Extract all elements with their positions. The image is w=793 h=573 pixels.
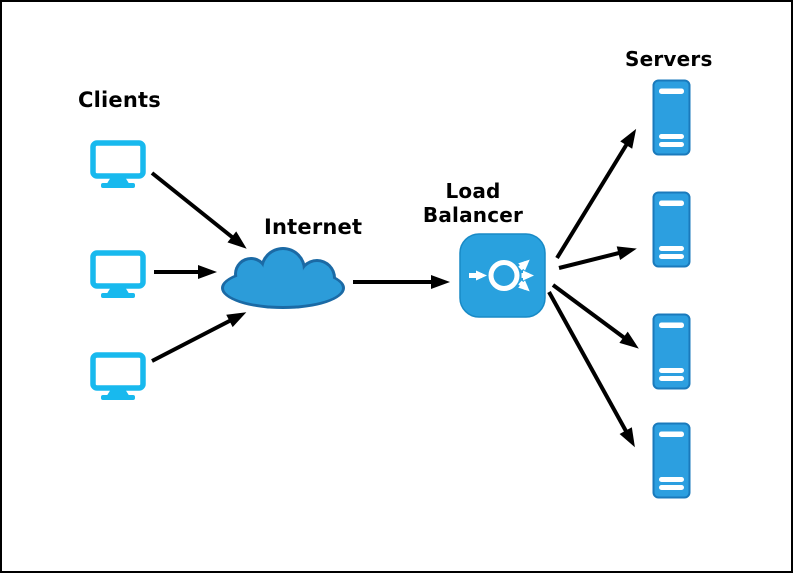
servers-label: Servers: [625, 47, 713, 71]
server-icon: [652, 313, 691, 390]
internet-label: Internet: [264, 215, 363, 239]
cloud-icon: [218, 246, 348, 310]
server-icon: [652, 191, 691, 268]
edge-loadbalancer-server2: [558, 246, 637, 270]
server-node-4: [652, 422, 691, 499]
server-icon: [652, 422, 691, 499]
server-icon: [652, 79, 691, 156]
monitor-icon: [90, 140, 146, 188]
edge-client1-internet: [150, 171, 247, 249]
internet-node: [218, 246, 348, 310]
clients-label: Clients: [78, 88, 161, 112]
load-balancer-icon: [459, 233, 546, 318]
edge-client3-internet: [151, 312, 247, 363]
server-node-3: [652, 313, 691, 390]
load-balancer-label: Load Balancer: [422, 179, 524, 227]
load-balancer-node: [459, 233, 546, 318]
client-node-1: [90, 140, 146, 188]
server-node-2: [652, 191, 691, 268]
monitor-icon: [90, 352, 146, 400]
client-node-3: [90, 352, 146, 400]
edge-loadbalancer-server4: [547, 291, 635, 448]
client-node-2: [90, 250, 146, 298]
monitor-icon: [90, 250, 146, 298]
edge-loadbalancer-server3: [551, 283, 639, 349]
edge-loadbalancer-server1: [555, 128, 637, 260]
server-node-1: [652, 79, 691, 156]
